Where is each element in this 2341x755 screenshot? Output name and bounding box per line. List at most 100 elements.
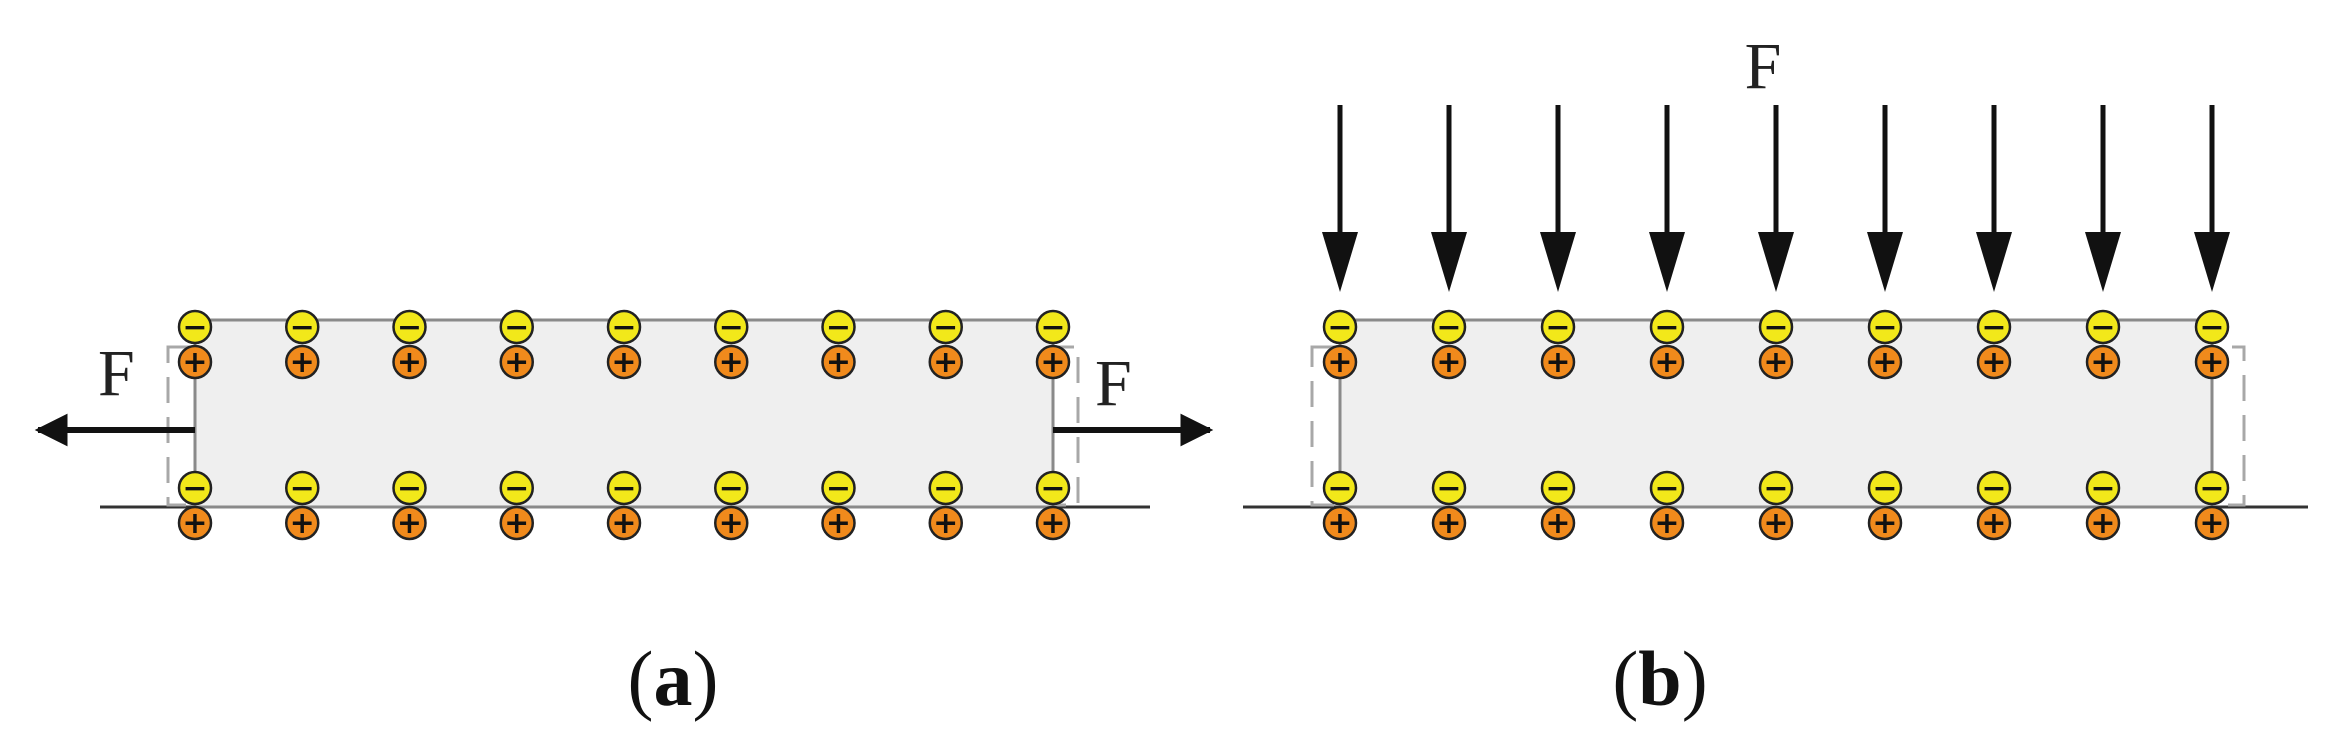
svg-text:+: + — [826, 345, 851, 380]
positive-charge: + — [1758, 505, 1794, 541]
negative-charge: − — [1649, 470, 1685, 506]
force-label-a-right: F — [1095, 347, 1132, 420]
negative-charge: − — [1758, 470, 1794, 506]
positive-charge: + — [285, 505, 320, 541]
negative-charge: − — [1322, 309, 1358, 345]
positive-charge: + — [714, 344, 749, 380]
svg-text:−: − — [1981, 471, 2006, 506]
svg-text:−: − — [182, 471, 207, 506]
negative-charge: − — [285, 470, 320, 506]
svg-text:−: − — [1545, 471, 1570, 506]
svg-text:−: − — [290, 471, 315, 506]
negative-charge: − — [821, 309, 856, 345]
svg-text:−: − — [719, 310, 744, 345]
negative-charge: − — [1758, 309, 1794, 345]
negative-charge: − — [2194, 470, 2230, 506]
panel-a: F F −+−+−+−+−+−+−+−+−+−+−+−+−+−+−+−+−+−+… — [34, 309, 1214, 722]
negative-charge: − — [714, 309, 749, 345]
svg-text:−: − — [611, 310, 636, 345]
negative-charge: − — [2194, 309, 2230, 345]
panel-caption-b: (b) — [1612, 635, 1707, 722]
svg-text:+: + — [611, 506, 636, 541]
svg-text:−: − — [1436, 471, 1461, 506]
svg-text:+: + — [1436, 345, 1461, 380]
positive-charge: + — [499, 505, 534, 541]
positive-charge: + — [1540, 505, 1576, 541]
positive-charge: + — [606, 344, 642, 380]
svg-text:+: + — [719, 506, 744, 541]
svg-text:+: + — [2090, 345, 2115, 380]
svg-text:−: − — [1327, 471, 1352, 506]
positive-charge: + — [1431, 505, 1467, 541]
positive-charge: + — [1322, 344, 1358, 380]
force-arrow-down — [1540, 105, 1576, 292]
svg-text:−: − — [933, 310, 958, 345]
negative-charge: − — [821, 470, 856, 506]
svg-text:+: + — [1981, 506, 2006, 541]
svg-text:+: + — [290, 345, 315, 380]
svg-text:+: + — [933, 345, 958, 380]
negative-charge: − — [285, 309, 320, 345]
svg-text:−: − — [1872, 471, 1897, 506]
positive-charge: + — [2085, 344, 2121, 380]
svg-text:−: − — [397, 310, 422, 345]
svg-text:+: + — [1327, 506, 1352, 541]
positive-charge: + — [177, 344, 213, 380]
svg-text:−: − — [504, 471, 529, 506]
positive-charge: + — [606, 505, 642, 541]
svg-text:−: − — [933, 471, 958, 506]
positive-charge: + — [177, 505, 213, 541]
svg-text:+: + — [182, 506, 207, 541]
negative-charge: − — [928, 309, 963, 345]
svg-text:+: + — [1654, 345, 1679, 380]
negative-charge: − — [1867, 309, 1903, 345]
positive-charge: + — [1322, 505, 1358, 541]
negative-charge: − — [177, 470, 213, 506]
svg-text:−: − — [1436, 310, 1461, 345]
svg-text:+: + — [1981, 345, 2006, 380]
charge-grid-a: −+−+−+−+−+−+−+−+−+−+−+−+−+−+−+−+−+−+ — [177, 309, 1071, 541]
negative-charge: − — [1540, 470, 1576, 506]
svg-text:+: + — [2199, 506, 2224, 541]
positive-charge: + — [1976, 344, 2012, 380]
force-arrows-b — [1322, 105, 2230, 292]
force-label-a-left: F — [98, 337, 135, 410]
negative-charge: − — [1867, 470, 1903, 506]
negative-charge: − — [499, 309, 534, 345]
positive-charge: + — [1431, 344, 1467, 380]
force-arrow-down — [1431, 105, 1467, 292]
svg-text:−: − — [397, 471, 422, 506]
svg-text:+: + — [611, 345, 636, 380]
panel-caption-a: (a) — [628, 635, 719, 722]
svg-text:−: − — [1763, 310, 1788, 345]
panel-b: F −+−+−+−+−+−+−+−+−+−+−+−+−+−+−+−+−+−+ (… — [1243, 30, 2308, 722]
positive-charge: + — [1540, 344, 1576, 380]
svg-text:+: + — [397, 345, 422, 380]
negative-charge: − — [1976, 309, 2012, 345]
svg-text:−: − — [1763, 471, 1788, 506]
svg-text:−: − — [2090, 310, 2115, 345]
svg-text:+: + — [2090, 506, 2115, 541]
charge-grid-b: −+−+−+−+−+−+−+−+−+−+−+−+−+−+−+−+−+−+ — [1322, 309, 2230, 541]
force-arrow-down — [2085, 105, 2121, 292]
svg-text:−: − — [504, 310, 529, 345]
svg-text:−: − — [826, 310, 851, 345]
negative-charge: − — [499, 470, 534, 506]
force-arrow-down — [2194, 105, 2230, 292]
svg-text:+: + — [1545, 345, 1570, 380]
force-arrow-down — [1976, 105, 2012, 292]
force-arrow-down — [1322, 105, 1358, 292]
svg-text:−: − — [2090, 471, 2115, 506]
positive-charge: + — [714, 505, 749, 541]
positive-charge: + — [1649, 505, 1685, 541]
negative-charge: − — [1431, 309, 1467, 345]
positive-charge: + — [928, 344, 963, 380]
svg-text:+: + — [1872, 345, 1897, 380]
svg-text:−: − — [826, 471, 851, 506]
negative-charge: − — [2085, 309, 2121, 345]
negative-charge: − — [1540, 309, 1576, 345]
force-arrow-down — [1867, 105, 1903, 292]
negative-charge: − — [1976, 470, 2012, 506]
svg-text:+: + — [2199, 345, 2224, 380]
